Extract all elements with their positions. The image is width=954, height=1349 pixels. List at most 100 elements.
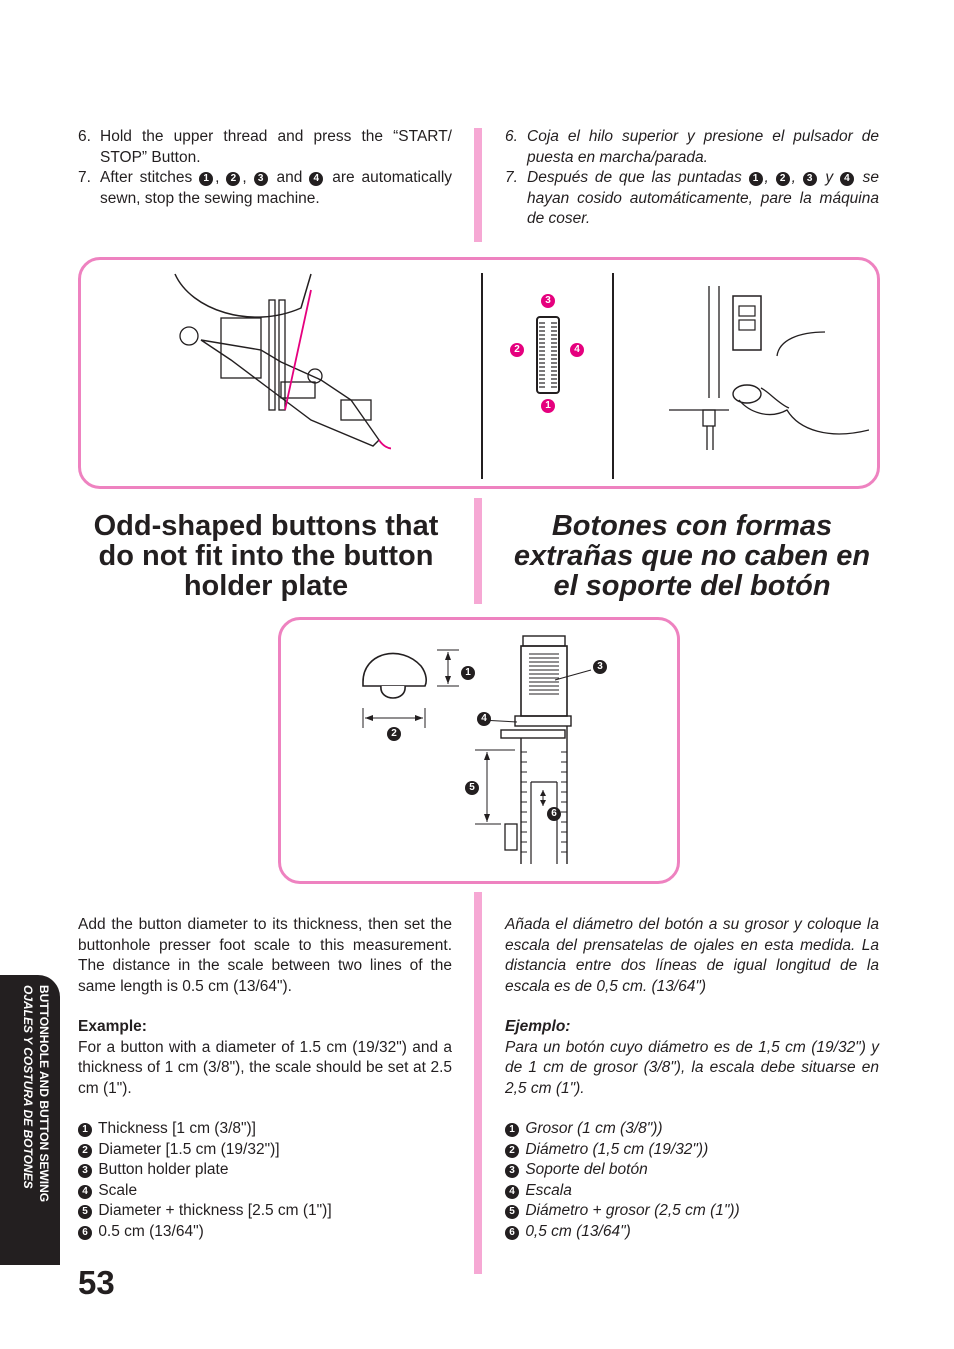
body-en: Add the button diameter to its thickness…	[78, 915, 452, 1242]
legend-text: Diámetro + grosor (2,5 cm (1"))	[525, 1202, 740, 1219]
legend-item: 4 Escala	[505, 1181, 879, 1202]
stitch-number-3: 3	[802, 172, 817, 186]
legend-item: 3 Button holder plate	[78, 1160, 452, 1181]
buttonhole-stitch-diagram	[536, 316, 560, 394]
step-number: 7.	[78, 169, 91, 186]
stitch-number-1: 1	[748, 172, 763, 186]
legend-item: 6 0.5 cm (13/64")	[78, 1222, 452, 1243]
stitch-label-4: 4	[570, 343, 584, 357]
side-tab-title-es: OJALES Y COSTURA DE BOTONES	[21, 985, 35, 1189]
side-tab-text: BUTTONHOLE AND BUTTON SEWING OJALES Y CO…	[6, 985, 62, 1275]
legend-number: 4	[78, 1184, 92, 1199]
example-title: Example:	[78, 1018, 147, 1035]
legend-number: 2	[78, 1143, 92, 1158]
stitch-number-4: 4	[309, 172, 324, 186]
step-text: Coja el hilo superior y presione el puls…	[527, 128, 879, 166]
legend-text: Soporte del botón	[525, 1161, 648, 1178]
legend-item: 1 Grosor (1 cm (3/8"))	[505, 1119, 879, 1140]
legend-number: 4	[505, 1184, 519, 1199]
side-tab-title-en: BUTTONHOLE AND BUTTON SEWING	[37, 985, 51, 1203]
legend-number: 5	[505, 1205, 519, 1219]
step-text-post: se hayan cosido automáticamente, pare la…	[527, 169, 879, 227]
section-side-tab	[0, 975, 60, 1265]
figure-button-scale: 1 2 3 4 5 6	[278, 617, 680, 884]
stitch-number-1: 1	[199, 172, 214, 186]
intro-paragraph: Add the button diameter to its thickness…	[78, 916, 452, 995]
stitch-label-2: 2	[510, 343, 524, 357]
legend-number: 3	[505, 1164, 519, 1178]
example-paragraph: Para un botón cuyo diámetro es de 1,5 cm…	[505, 1038, 879, 1097]
legend-number: 1	[78, 1123, 92, 1137]
legend-text: Thickness [1 cm (3/8")]	[98, 1120, 256, 1137]
stitch-number-4: 4	[839, 172, 854, 186]
page-number: 53	[78, 1264, 115, 1301]
figure-label-3: 3	[593, 660, 607, 674]
legend-item: 5 Diámetro + grosor (2,5 cm (1"))	[505, 1201, 879, 1222]
legend-item: 2 Diámetro (1,5 cm (19/32"))	[505, 1140, 879, 1161]
legend-number: 1	[505, 1123, 519, 1137]
legend-text: 0,5 cm (13/64")	[525, 1222, 631, 1240]
stitch-number-3: 3	[253, 172, 268, 186]
start-stop-button-illustration	[669, 286, 869, 450]
figure-buttonhole-steps: 3 2 4 1	[78, 257, 880, 489]
legend-list: 1 Grosor (1 cm (3/8")) 2 Diámetro (1,5 c…	[505, 1119, 879, 1242]
legend-item: 3 Soporte del botón	[505, 1160, 879, 1181]
figure-label-1: 1	[461, 666, 475, 680]
step-text-post: are automatically sewn, stop the sewing …	[100, 169, 453, 207]
button-scale-illustration	[362, 635, 592, 864]
example-title: Ejemplo:	[505, 1018, 571, 1035]
stitch-label-3: 3	[541, 294, 555, 308]
legend-text: Button holder plate	[98, 1161, 229, 1178]
legend-text: Diameter [1.5 cm (19/32")]	[98, 1140, 280, 1158]
step-number: 6.	[505, 128, 518, 145]
step-text: Hold the upper thread and press the “STA…	[100, 128, 452, 166]
stitch-number-2: 2	[775, 172, 790, 186]
step-text-pre: Después de que las puntadas	[527, 169, 742, 186]
legend-number: 6	[505, 1225, 519, 1240]
legend-text: Grosor (1 cm (3/8"))	[525, 1120, 663, 1137]
step-number: 6.	[78, 128, 91, 145]
legend-number: 5	[78, 1205, 92, 1219]
step-7-en: 7. After stitches 1, 2, 3 and 4 are auto…	[78, 169, 453, 207]
legend-text: Diameter + thickness [2.5 cm (1")]	[98, 1202, 332, 1219]
legend-item: 4 Scale	[78, 1181, 452, 1202]
step-6-es: 6. Coja el hilo superior y presione el p…	[505, 127, 879, 168]
steps-es: 6. Coja el hilo superior y presione el p…	[505, 127, 879, 230]
step-text-pre: After stitches	[100, 169, 193, 186]
figure-divider	[481, 273, 483, 479]
example-paragraph: For a button with a diameter of 1.5 cm (…	[78, 1038, 452, 1097]
intro-paragraph: Añada el diámetro del botón a su grosor …	[505, 916, 879, 995]
divider-bar-body	[474, 892, 482, 1274]
figure-label-5: 5	[465, 781, 479, 795]
legend-item: 6 0,5 cm (13/64")	[505, 1222, 879, 1243]
presser-foot-illustration	[174, 273, 391, 450]
section-heading-en: Odd-shaped buttons that do not fit into …	[93, 510, 439, 602]
legend-item: 2 Diameter [1.5 cm (19/32")]	[78, 1140, 452, 1161]
legend-text: 0.5 cm (13/64")	[98, 1222, 204, 1240]
divider-bar-top	[474, 128, 482, 242]
heading-es-wrap: Botones con formas extrañas que no caben…	[500, 511, 884, 601]
legend-item: 5 Diameter + thickness [2.5 cm (1")]	[78, 1201, 452, 1222]
stitch-number-2: 2	[226, 172, 241, 186]
legend-number: 2	[505, 1143, 519, 1158]
step-text-and: and	[276, 169, 303, 186]
legend-text: Diámetro (1,5 cm (19/32"))	[525, 1140, 709, 1158]
legend-text: Scale	[98, 1181, 138, 1199]
legend-number: 3	[78, 1164, 92, 1178]
step-text-and: y	[825, 169, 834, 186]
figure-label-2: 2	[387, 727, 401, 741]
section-heading-es: Botones con formas extrañas que no caben…	[513, 510, 871, 602]
step-number: 7.	[505, 169, 518, 186]
legend-item: 1 Thickness [1 cm (3/8")]	[78, 1119, 452, 1140]
legend-number: 6	[78, 1225, 92, 1240]
heading-en-wrap: Odd-shaped buttons that do not fit into …	[78, 511, 454, 601]
figure-label-6: 6	[547, 807, 561, 821]
figure-label-4: 4	[477, 712, 491, 726]
stitch-label-1: 1	[541, 399, 555, 413]
figure-divider	[612, 273, 614, 479]
step-6-en: 6. Hold the upper thread and press the “…	[78, 127, 452, 168]
step-7-es: 7. Después de que las puntadas 1, 2, 3 y…	[505, 169, 879, 227]
steps-en: 6. Hold the upper thread and press the “…	[78, 127, 452, 209]
divider-bar-heading	[474, 498, 482, 604]
body-es: Añada el diámetro del botón a su grosor …	[505, 915, 879, 1242]
